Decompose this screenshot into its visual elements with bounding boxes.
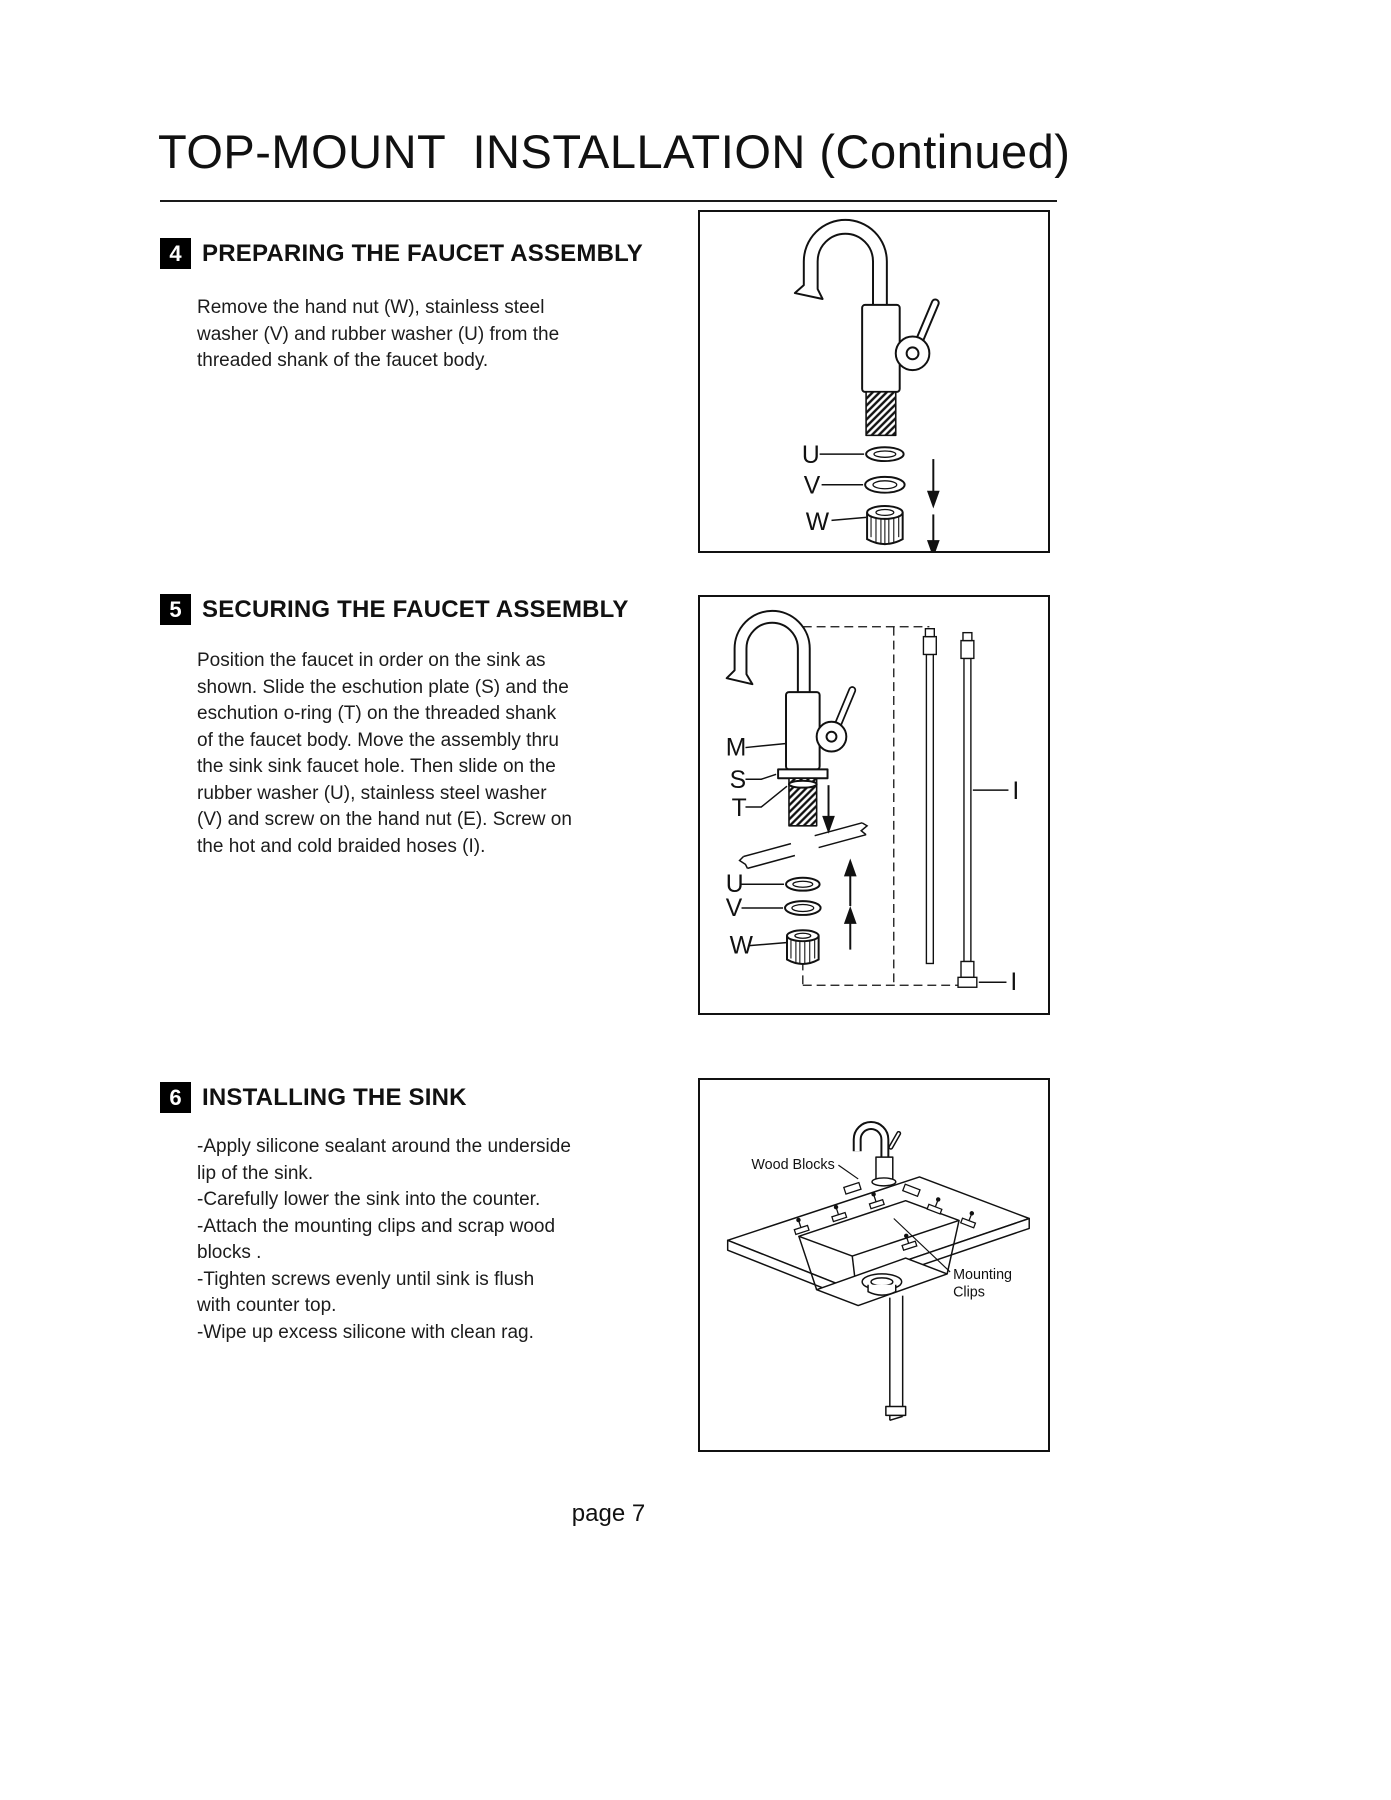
- figure-faucet-securing: M S T U V W I I: [698, 595, 1050, 1015]
- section-6-header: 6 INSTALLING THE SINK: [160, 1082, 467, 1113]
- label-clips: Clips: [953, 1285, 985, 1301]
- hose-left: [925, 653, 935, 965]
- section-5-header: 5 SECURING THE FAUCET ASSEMBLY: [160, 594, 629, 625]
- hose-right: [963, 657, 972, 963]
- alignment-dashed-lines: [802, 626, 963, 986]
- section-6-number: 6: [160, 1082, 191, 1113]
- wood-blocks: [843, 1181, 921, 1198]
- label-i-top: I: [1012, 778, 1019, 805]
- handle-lever: [835, 687, 855, 728]
- section-5-heading: SECURING THE FAUCET ASSEMBLY: [202, 595, 629, 623]
- label-v: V: [804, 473, 821, 500]
- sink-cross-section: [738, 822, 869, 870]
- page-title: TOP-MOUNT INSTALLATION (Continued): [158, 125, 1071, 178]
- mounting-clips: [793, 1192, 977, 1252]
- label-mounting: Mounting: [953, 1267, 1012, 1283]
- label-i-bottom: I: [1010, 969, 1017, 996]
- eschution-plate-s: [777, 768, 829, 780]
- label-v: V: [726, 895, 743, 922]
- section-5-number: 5: [160, 594, 191, 625]
- leader-lines: [838, 1164, 951, 1273]
- label-t: T: [732, 795, 747, 822]
- section-5-body: Position the faucet in order on the sink…: [197, 650, 572, 857]
- section-4-header: 4 PREPARING THE FAUCET ASSEMBLY: [160, 238, 643, 269]
- label-w: W: [806, 509, 830, 536]
- faucet-securing-drawing: M S T U V W I I: [725, 609, 1019, 996]
- section-4-body: Remove the hand nut (W), stainless steel…: [197, 297, 560, 371]
- figure-faucet-preparation: U V W: [698, 210, 1050, 553]
- label-wood-blocks: Wood Blocks: [751, 1157, 834, 1173]
- small-faucet-neck: [854, 1123, 888, 1158]
- faucet-prep-drawing: U V W: [793, 219, 940, 551]
- handle-lever: [917, 300, 938, 343]
- direction-arrows: [822, 785, 857, 950]
- title-divider: [160, 200, 1057, 202]
- down-arrows: [926, 459, 940, 551]
- section-4-heading: PREPARING THE FAUCET ASSEMBLY: [202, 239, 643, 267]
- section-4-number: 4: [160, 238, 191, 269]
- sink-install-drawing: Wood Blocks Mounting Clips: [726, 1121, 1030, 1422]
- label-u: U: [726, 871, 744, 898]
- label-m: M: [726, 734, 747, 761]
- hose-end-nut: [957, 976, 978, 988]
- faucet-body-drawing: [793, 219, 940, 437]
- label-u: U: [802, 442, 820, 469]
- faucet-body-drawing: [725, 609, 857, 827]
- section-6-body: -Apply silicone sealant around the under…: [197, 1136, 571, 1343]
- page-number: page 7: [571, 1500, 646, 1527]
- label-w: W: [730, 933, 754, 960]
- leader-lines: [819, 453, 867, 522]
- leader-lines: [741, 742, 1009, 984]
- threaded-shank: [865, 391, 897, 437]
- figure-sink-installation: Wood Blocks Mounting Clips: [698, 1078, 1050, 1452]
- hand-nut-w: [786, 935, 820, 965]
- eschution-oring-t: [787, 779, 818, 789]
- washers-and-nut: [864, 446, 906, 546]
- label-s: S: [730, 767, 746, 794]
- section-6-heading: INSTALLING THE SINK: [202, 1083, 467, 1111]
- braided-hoses: [922, 628, 978, 988]
- washers-and-nut: [784, 876, 822, 965]
